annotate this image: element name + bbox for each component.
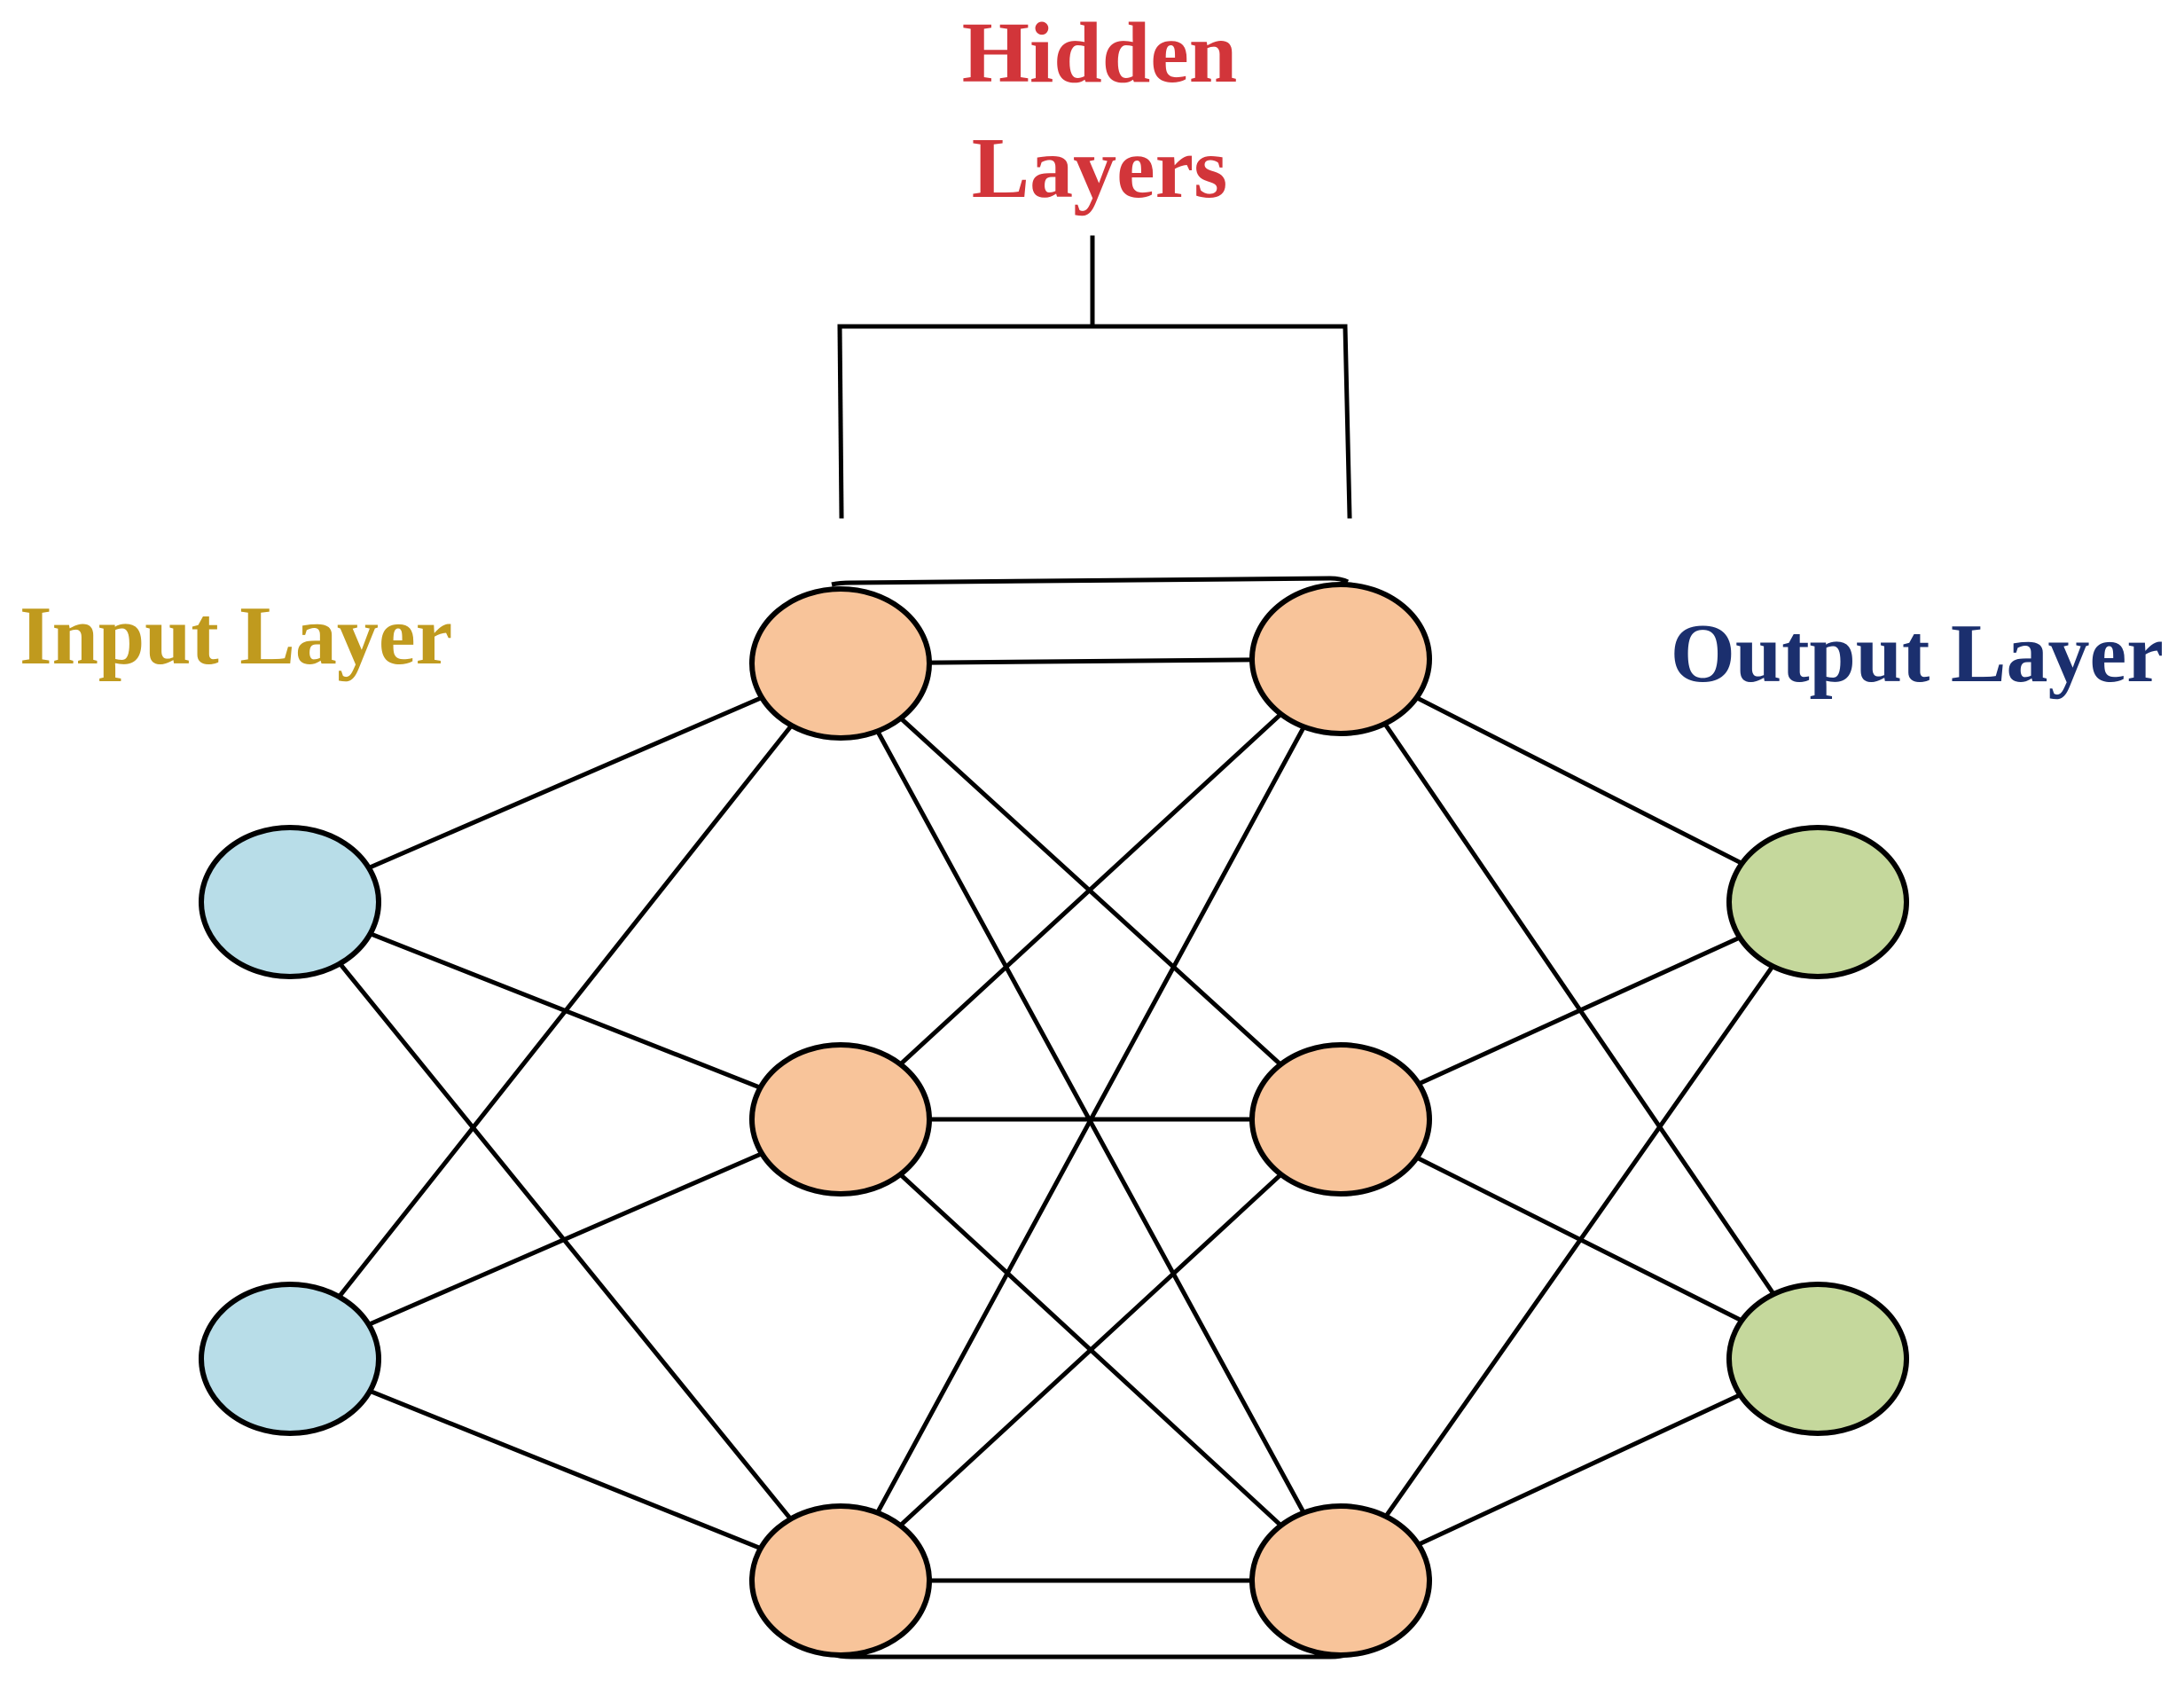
hidden-layers-bracket — [837, 235, 1352, 519]
edge-hidden-2-2-to-output-1 — [1417, 935, 1742, 1087]
output-layer-label: Output Layer — [1671, 608, 2164, 700]
edge-hidden-1-3-to-hidden-2-1 — [875, 726, 1306, 1514]
hidden-2-node-1 — [1249, 582, 1432, 736]
output-node-2 — [1726, 1282, 1909, 1436]
edge-hidden-2-1-to-output-1 — [1415, 695, 1743, 866]
nodes — [199, 582, 1909, 1658]
hidden-1-node-3 — [749, 1503, 932, 1658]
edge-hidden-2-3-to-output-2 — [1417, 1393, 1742, 1547]
input-node-2 — [199, 1282, 381, 1436]
edge-input-2-to-hidden-1-3 — [369, 1388, 762, 1551]
hidden-bottom-line — [831, 1652, 1349, 1660]
hidden-top-line — [831, 576, 1350, 587]
edge-hidden-1-3-to-hidden-2-2 — [898, 1173, 1283, 1527]
hidden-1-node-1 — [749, 586, 932, 741]
hidden-2-node-3 — [1249, 1503, 1432, 1658]
hidden-layers-label-line2: Layers — [972, 121, 1228, 216]
edge-hidden-2-3-to-output-1 — [1383, 964, 1775, 1518]
input-layer-label: Input Layer — [20, 590, 452, 682]
edge-hidden-1-1-to-hidden-2-1 — [928, 657, 1253, 665]
bracket-left-leg — [837, 324, 844, 519]
bracket-right-leg — [1342, 324, 1352, 519]
connections — [337, 657, 1776, 1583]
edge-input-2-to-hidden-1-1 — [337, 724, 794, 1299]
hidden-1-node-2 — [749, 1042, 932, 1197]
hidden-2-node-2 — [1249, 1042, 1432, 1197]
edge-hidden-1-2-to-hidden-2-1 — [898, 712, 1283, 1066]
hidden-layers-label-line1: Hidden — [962, 5, 1237, 101]
edge-input-2-to-hidden-1-2 — [367, 1151, 763, 1327]
output-node-1 — [1726, 825, 1909, 979]
edge-input-1-to-hidden-1-1 — [367, 695, 763, 870]
input-node-1 — [199, 825, 381, 979]
